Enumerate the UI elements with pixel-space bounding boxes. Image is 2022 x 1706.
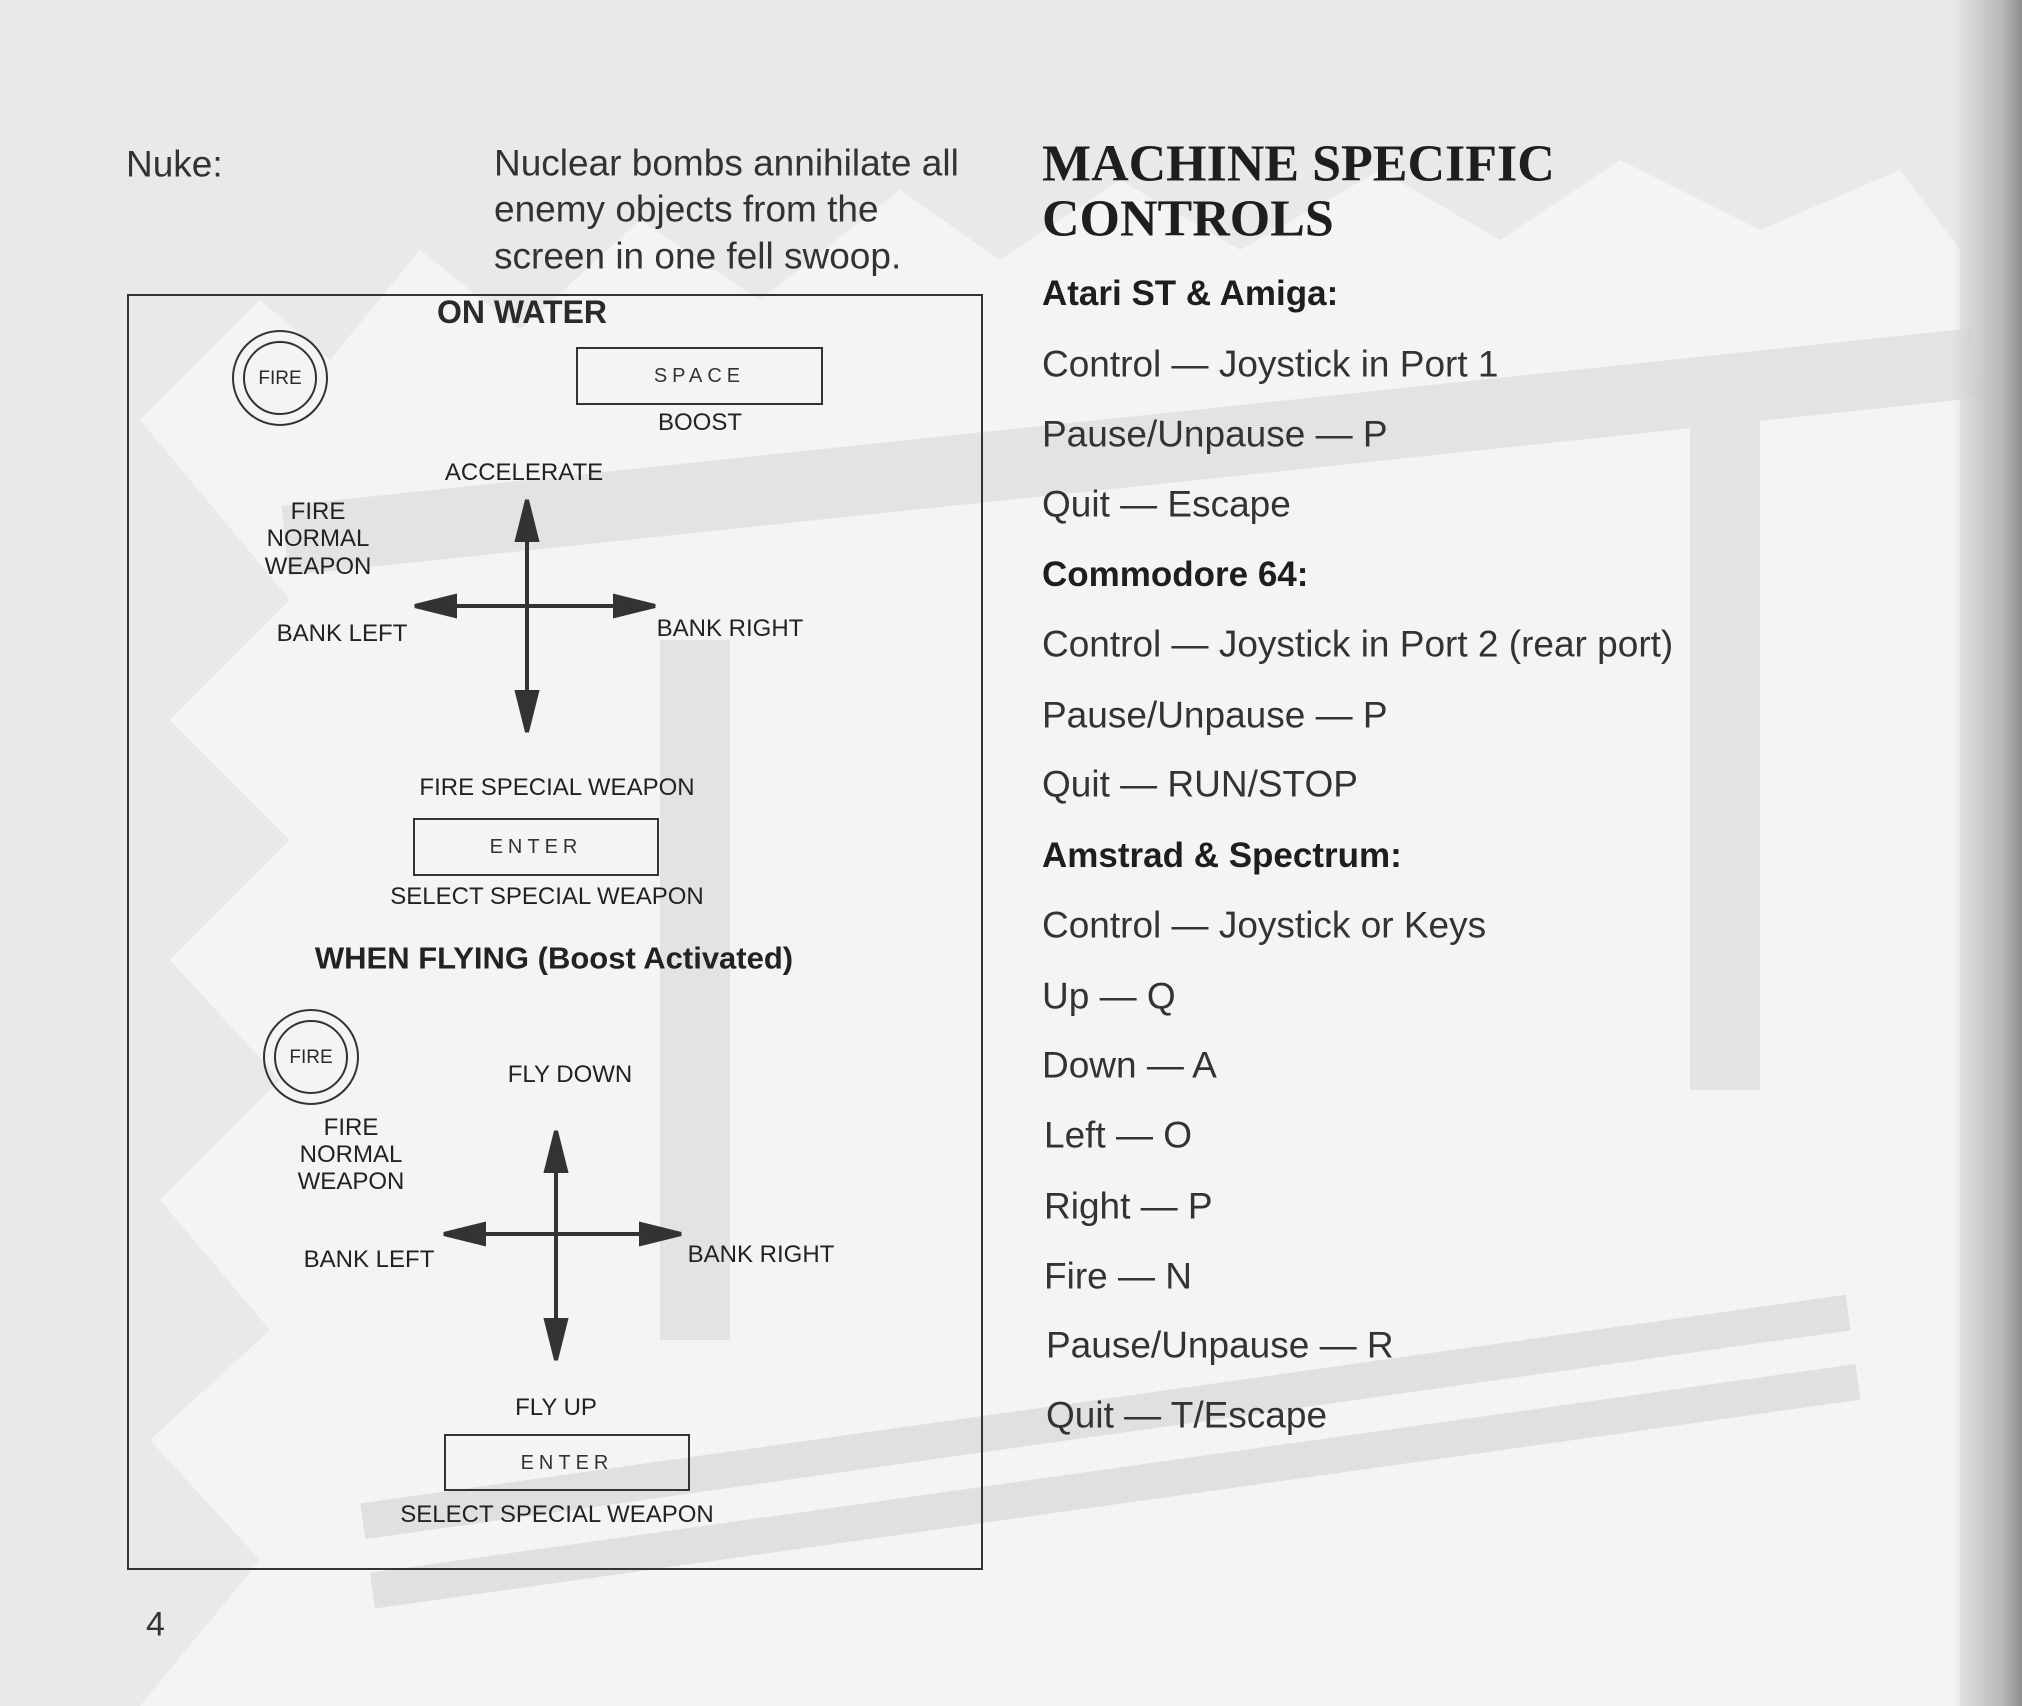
control-line: Right — P [1044, 1185, 1213, 1227]
fire-normal-weapon-label: WEAPON [297, 1168, 405, 1195]
section-heading-atari-amiga: Atari ST & Amiga: [1042, 273, 1339, 313]
fire-normal-weapon-label: NORMAL [266, 525, 370, 552]
nuke-description-line: screen in one fell swoop. [494, 235, 902, 277]
control-line: Fire — N [1044, 1255, 1192, 1297]
nuke-description-line: enemy objects from the [494, 188, 879, 230]
fire-button-label: FIRE [243, 341, 317, 415]
fire-button-icon: FIRE [263, 1009, 359, 1105]
control-line: Left — O [1044, 1114, 1193, 1156]
space-key: SPACE [576, 347, 823, 405]
page-binding-shadow [1952, 0, 2022, 1706]
joystick-arrows-icon [414, 499, 682, 1361]
accelerate-label: ACCELERATE [444, 459, 604, 486]
select-special-weapon-label: SELECT SPECIAL WEAPON [390, 883, 704, 910]
control-line: Pause/Unpause — P [1042, 413, 1388, 455]
control-line: Quit — RUN/STOP [1042, 763, 1358, 805]
fire-special-weapon-label: FIRE SPECIAL WEAPON [419, 774, 695, 801]
control-line: Up — Q [1042, 975, 1176, 1017]
controls-diagram-box [127, 294, 983, 1570]
fire-normal-weapon-label: NORMAL [299, 1141, 403, 1168]
bank-left-label: BANK LEFT [276, 620, 408, 647]
fly-down-label: FLY DOWN [507, 1061, 633, 1088]
fire-button-icon: FIRE [232, 330, 328, 426]
machine-controls-title: CONTROLS [1042, 190, 1334, 248]
control-line: Control — Joystick in Port 2 (rear port) [1042, 623, 1674, 665]
bank-left-label: BANK LEFT [303, 1246, 435, 1273]
fire-normal-weapon-label: FIRE [290, 498, 346, 525]
section-heading-commodore: Commodore 64: [1042, 554, 1309, 594]
when-flying-title: WHEN FLYING (Boost Activated) [315, 943, 793, 974]
control-line: Control — Joystick in Port 1 [1042, 343, 1499, 385]
control-line: Down — A [1042, 1044, 1217, 1086]
fly-up-label: FLY UP [515, 1394, 597, 1421]
control-line: Pause/Unpause — P [1042, 694, 1388, 736]
control-line: Control — Joystick or Keys [1042, 904, 1487, 946]
control-line: Pause/Unpause — R [1046, 1324, 1394, 1366]
control-line: Quit — Escape [1042, 483, 1291, 525]
when-flying-title-paren: (Boost Activated) [537, 940, 794, 976]
enter-key: ENTER [444, 1434, 690, 1491]
page-number: 4 [146, 1605, 165, 1644]
nuke-description-line: Nuclear bombs annihilate all [494, 142, 959, 184]
when-flying-title-main: WHEN FLYING [314, 940, 530, 976]
bank-right-label: BANK RIGHT [656, 615, 804, 642]
boost-label: BOOST [657, 409, 743, 436]
on-water-title: ON WATER [436, 294, 608, 330]
select-special-weapon-label: SELECT SPECIAL WEAPON [400, 1501, 714, 1528]
section-heading-amstrad-spectrum: Amstrad & Spectrum: [1042, 835, 1402, 875]
control-line: Quit — T/Escape [1046, 1394, 1328, 1436]
fire-button-label: FIRE [274, 1020, 348, 1094]
bank-right-label: BANK RIGHT [687, 1241, 835, 1268]
enter-key: ENTER [413, 818, 659, 876]
fire-normal-weapon-label: FIRE [323, 1114, 379, 1141]
nuke-label: Nuke: [126, 143, 223, 185]
machine-controls-title: MACHINE SPECIFIC [1042, 135, 1555, 193]
fire-normal-weapon-label: WEAPON [264, 553, 372, 580]
